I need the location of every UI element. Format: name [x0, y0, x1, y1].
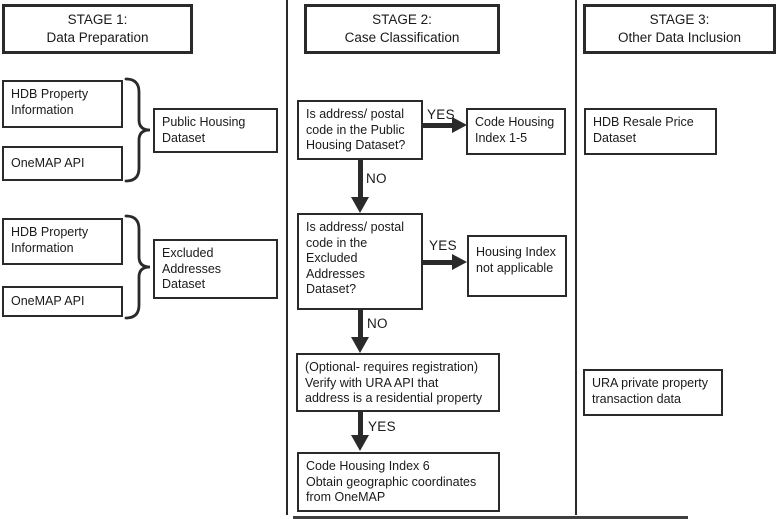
stage2-optional-verify-label: (Optional- requires registration) Verify…	[305, 360, 483, 405]
yes-label-3: YES	[368, 419, 396, 434]
arrow-down-icon	[358, 310, 363, 337]
arrow-down-head-icon	[351, 337, 369, 353]
stage1-excluded-addresses-dataset-box: Excluded Addresses Dataset	[153, 239, 278, 299]
stage3-ura-private-property-label: URA private property transaction data	[592, 376, 709, 406]
curly-brace-icon	[124, 77, 151, 183]
stage1-excluded-addresses-dataset-label: Excluded Addresses Dataset	[162, 246, 222, 291]
arrow-down-head-icon	[351, 435, 369, 451]
stage2-decision2-box: Is address/ postal code in the Excluded …	[297, 213, 423, 310]
stage1-onemap-api-label-b: OneMAP API	[11, 293, 85, 308]
stage2-title: STAGE 2: Case Classification	[344, 12, 460, 45]
stage3-hdb-resale-price-label: HDB Resale Price Dataset	[593, 115, 694, 145]
stage1-onemap-api-box-b: OneMAP API	[2, 286, 123, 317]
arrow-down-head-icon	[351, 197, 369, 213]
stage2-optional-verify-box: (Optional- requires registration) Verify…	[296, 353, 500, 412]
stage1-public-housing-dataset-label: Public Housing Dataset	[162, 115, 246, 145]
no-label-1: NO	[366, 171, 387, 186]
stage1-hdb-property-box-b: HDB Property Information	[2, 218, 123, 265]
stage3-title: STAGE 3: Other Data Inclusion	[617, 12, 742, 45]
stage3-hdb-resale-price-box: HDB Resale Price Dataset	[584, 108, 717, 155]
stage1-onemap-api-label-a: OneMAP API	[11, 155, 85, 170]
stage2-decision2-label: Is address/ postal code in the Excluded …	[306, 220, 404, 296]
stage1-title: STAGE 1: Data Preparation	[46, 12, 149, 45]
arrow-down-icon	[358, 412, 363, 435]
stage2-code-index-6-label: Code Housing Index 6 Obtain geographic c…	[306, 459, 477, 504]
stage1-hdb-property-label-a: HDB Property Information	[11, 87, 89, 117]
stage2-code-index-1-5-box: Code Housing Index 1-5	[466, 108, 566, 155]
arrow-right-icon	[423, 123, 452, 128]
stage3-header: STAGE 3: Other Data Inclusion	[583, 4, 776, 54]
bottom-scan-artifact	[293, 516, 688, 519]
column-divider-2	[575, 0, 577, 515]
curly-brace-icon	[124, 214, 151, 320]
stage1-header: STAGE 1: Data Preparation	[2, 4, 193, 54]
arrow-down-icon	[358, 160, 363, 197]
stage1-public-housing-dataset-box: Public Housing Dataset	[153, 108, 278, 153]
stage2-decision1-box: Is address/ postal code in the Public Ho…	[297, 100, 423, 160]
arrow-right-head-icon	[452, 254, 467, 270]
stage1-hdb-property-box-a: HDB Property Information	[2, 80, 123, 128]
stage2-index-not-applicable-box: Housing Index not applicable	[467, 235, 567, 297]
no-label-2: NO	[367, 316, 388, 331]
stage2-code-index-1-5-label: Code Housing Index 1-5	[475, 115, 555, 145]
yes-label-1: YES	[427, 107, 455, 122]
column-divider-1	[286, 0, 288, 515]
stage2-index-not-applicable-label: Housing Index not applicable	[476, 245, 556, 275]
arrow-right-icon	[423, 260, 452, 265]
stage3-ura-private-property-box: URA private property transaction data	[583, 369, 723, 416]
yes-label-2: YES	[429, 238, 457, 253]
stage1-hdb-property-label-b: HDB Property Information	[11, 225, 89, 255]
stage1-onemap-api-box-a: OneMAP API	[2, 146, 123, 181]
stage2-header: STAGE 2: Case Classification	[304, 4, 500, 54]
stage2-code-index-6-box: Code Housing Index 6 Obtain geographic c…	[297, 452, 500, 512]
arrow-right-head-icon	[452, 117, 467, 133]
stage2-decision1-label: Is address/ postal code in the Public Ho…	[306, 107, 406, 152]
